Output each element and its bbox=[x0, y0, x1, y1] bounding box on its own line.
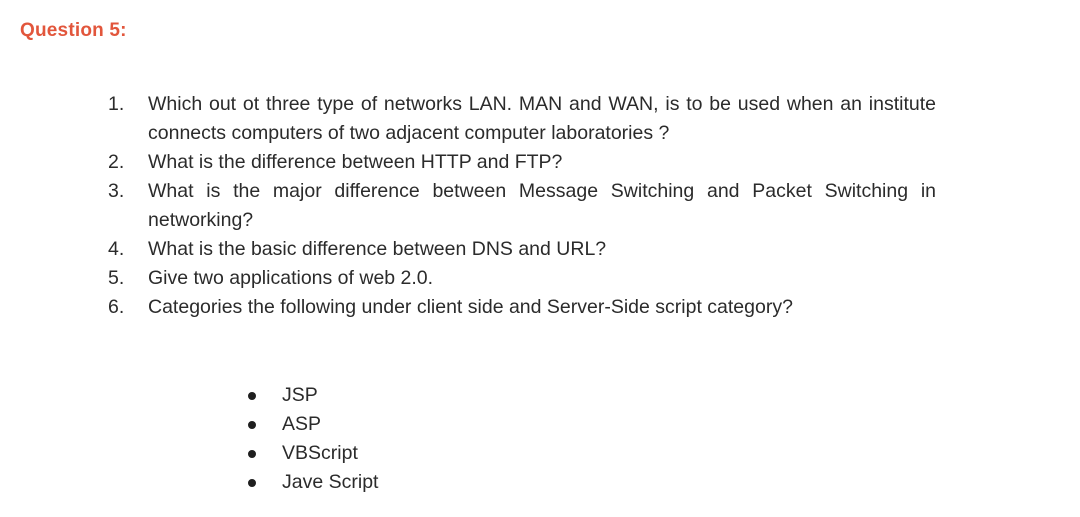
list-item: VBScript bbox=[244, 439, 378, 468]
page-title: Question 5: bbox=[20, 20, 127, 41]
question-text: What is the basic difference between DNS… bbox=[148, 238, 607, 260]
question-item-6: 6. Categories the following under client… bbox=[108, 293, 936, 322]
question-number: 6. bbox=[108, 296, 125, 318]
question-number: 1. bbox=[108, 93, 125, 115]
question-list: 1. Which out ot three type of networks L… bbox=[108, 90, 936, 322]
question-item-4: 4. What is the basic difference between … bbox=[108, 235, 936, 264]
bullet-icon bbox=[248, 449, 256, 458]
question-text: Categories the following under client si… bbox=[148, 296, 793, 318]
list-item-label: JSP bbox=[282, 384, 318, 406]
list-item-label: ASP bbox=[282, 413, 322, 435]
question-item-3: 3. What is the major difference between … bbox=[108, 177, 936, 235]
question-text: Which out ot three type of networks LAN.… bbox=[148, 93, 936, 144]
list-item: Jave Script bbox=[244, 468, 378, 497]
question-text: What is the difference between HTTP and … bbox=[148, 151, 563, 173]
bullet-icon bbox=[248, 478, 256, 487]
question-number: 3. bbox=[108, 180, 125, 202]
question-item-5: 5. Give two applications of web 2.0. bbox=[108, 264, 936, 293]
question-number: 2. bbox=[108, 151, 125, 173]
list-item: ASP bbox=[244, 410, 378, 439]
list-item-label: VBScript bbox=[282, 442, 358, 464]
question-text: What is the major difference between Mes… bbox=[148, 180, 936, 231]
list-item: JSP bbox=[244, 381, 378, 410]
question-item-1: 1. Which out ot three type of networks L… bbox=[108, 90, 936, 148]
question-text: Give two applications of web 2.0. bbox=[148, 267, 434, 289]
bullet-icon bbox=[248, 391, 256, 400]
list-item-label: Jave Script bbox=[282, 471, 379, 493]
question-number: 4. bbox=[108, 238, 125, 260]
question-number: 5. bbox=[108, 267, 125, 289]
question-item-2: 2. What is the difference between HTTP a… bbox=[108, 148, 936, 177]
bullet-icon bbox=[248, 420, 256, 429]
script-type-list: JSP ASP VBScript Jave Script bbox=[244, 381, 378, 497]
